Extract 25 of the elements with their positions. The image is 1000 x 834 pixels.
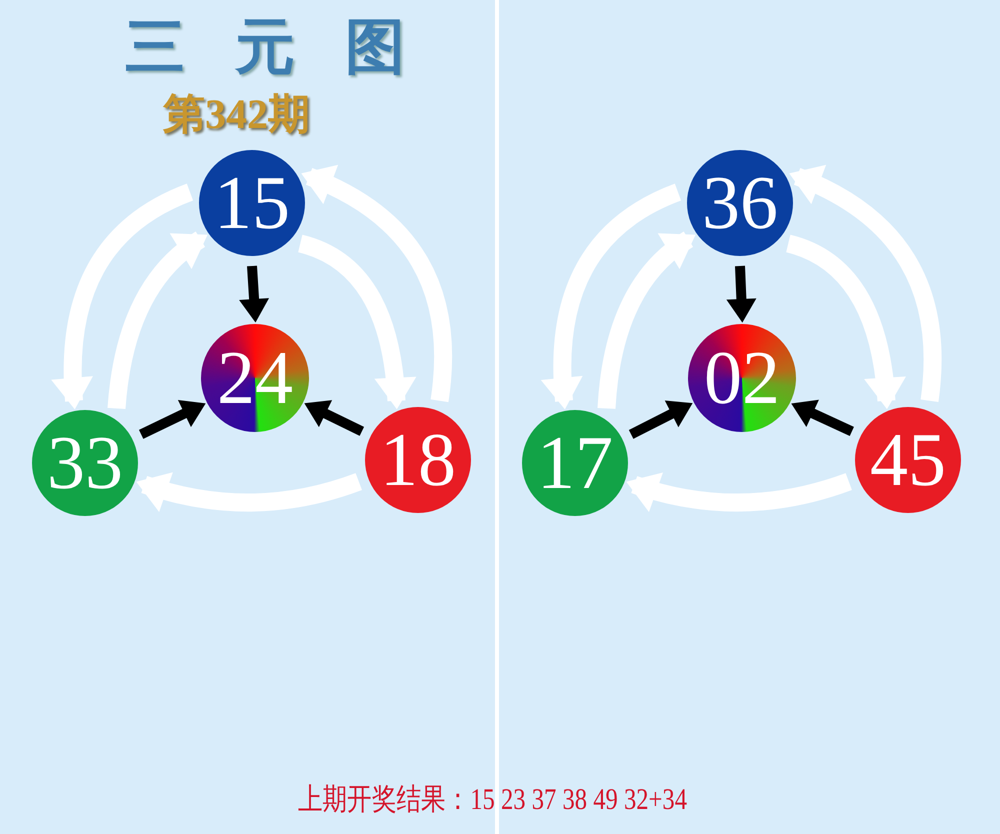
curved-arrow	[108, 232, 208, 410]
arrow	[628, 400, 693, 439]
arrow	[791, 400, 854, 436]
arrow	[138, 400, 206, 439]
curved-arrow	[301, 166, 452, 402]
number-ball: 45	[855, 407, 961, 513]
number-ball: 17	[522, 410, 628, 516]
arrow	[304, 400, 364, 436]
issue-number: 第342期	[163, 92, 310, 138]
curved-arrow	[786, 234, 906, 410]
curved-arrow	[626, 472, 852, 512]
curved-arrow	[136, 472, 362, 512]
curved-arrow	[298, 234, 416, 410]
number-ball: 36	[687, 150, 793, 256]
number-ball: 18	[365, 407, 471, 513]
title: 三元图	[125, 14, 455, 80]
number-ball: 33	[32, 410, 138, 516]
result-line: 上期开奖结果：15 23 37 38 49 32+34	[298, 783, 688, 816]
curved-arrow	[52, 184, 194, 410]
arrow	[726, 266, 756, 323]
curved-arrow	[542, 184, 682, 410]
curved-arrow	[598, 232, 696, 410]
arrow	[239, 266, 270, 323]
curved-arrow	[789, 166, 942, 402]
number-ball: 15	[199, 150, 305, 256]
